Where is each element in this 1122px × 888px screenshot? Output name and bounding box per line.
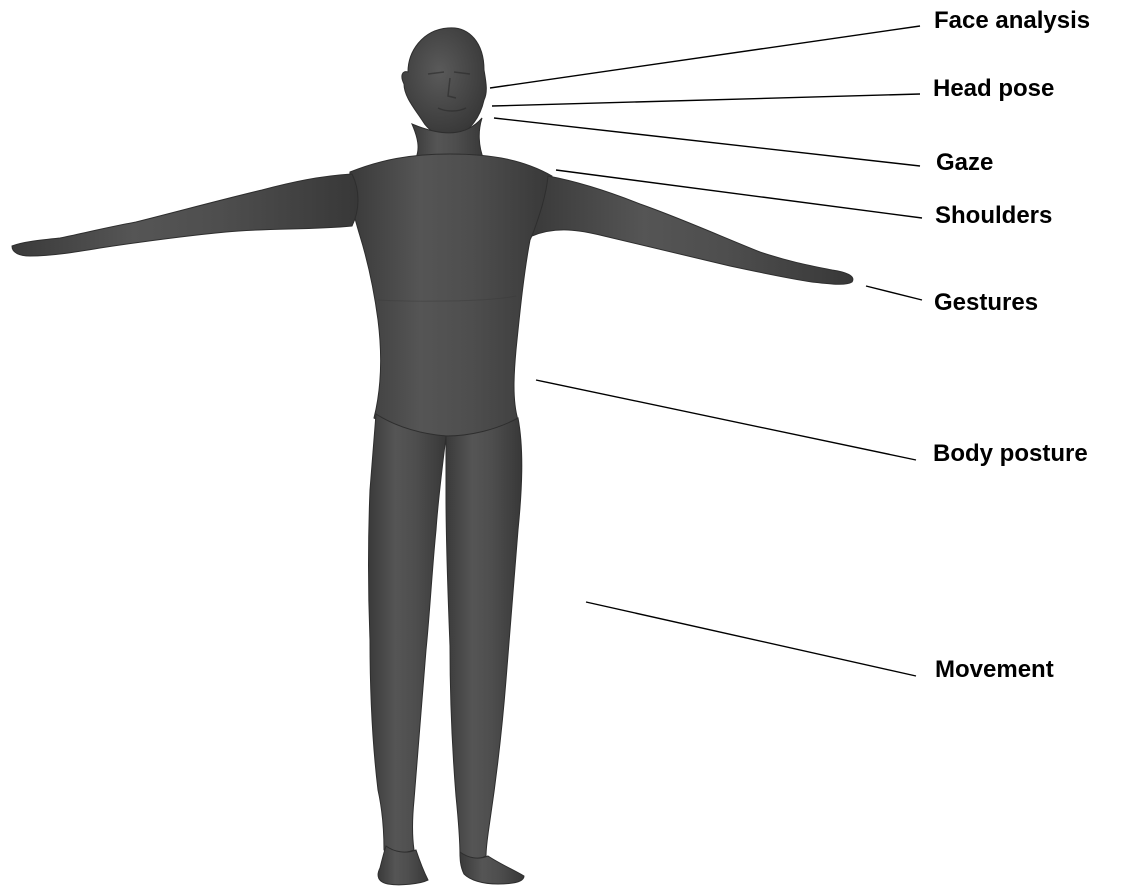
label-face-analysis: Face analysis bbox=[934, 9, 1090, 33]
foot-left bbox=[378, 846, 428, 885]
label-gaze: Gaze bbox=[936, 151, 993, 175]
arm-left bbox=[12, 174, 358, 256]
label-movement: Movement bbox=[935, 658, 1054, 682]
label-body-posture: Body posture bbox=[933, 442, 1088, 466]
leader-body-posture bbox=[536, 380, 916, 460]
leader-gaze bbox=[494, 118, 920, 166]
label-gestures: Gestures bbox=[934, 291, 1038, 315]
arm-right bbox=[532, 176, 853, 284]
head bbox=[402, 28, 486, 137]
leader-movement bbox=[586, 602, 916, 676]
label-shoulders: Shoulders bbox=[935, 204, 1052, 228]
label-head-pose: Head pose bbox=[933, 77, 1054, 101]
foot-right bbox=[460, 852, 524, 884]
leader-gestures bbox=[866, 286, 922, 300]
torso bbox=[350, 154, 552, 436]
leader-lines bbox=[490, 26, 922, 676]
leg-right bbox=[446, 418, 522, 859]
leader-head-pose bbox=[492, 94, 920, 106]
leg-left bbox=[369, 414, 447, 853]
leader-face-analysis bbox=[490, 26, 920, 88]
